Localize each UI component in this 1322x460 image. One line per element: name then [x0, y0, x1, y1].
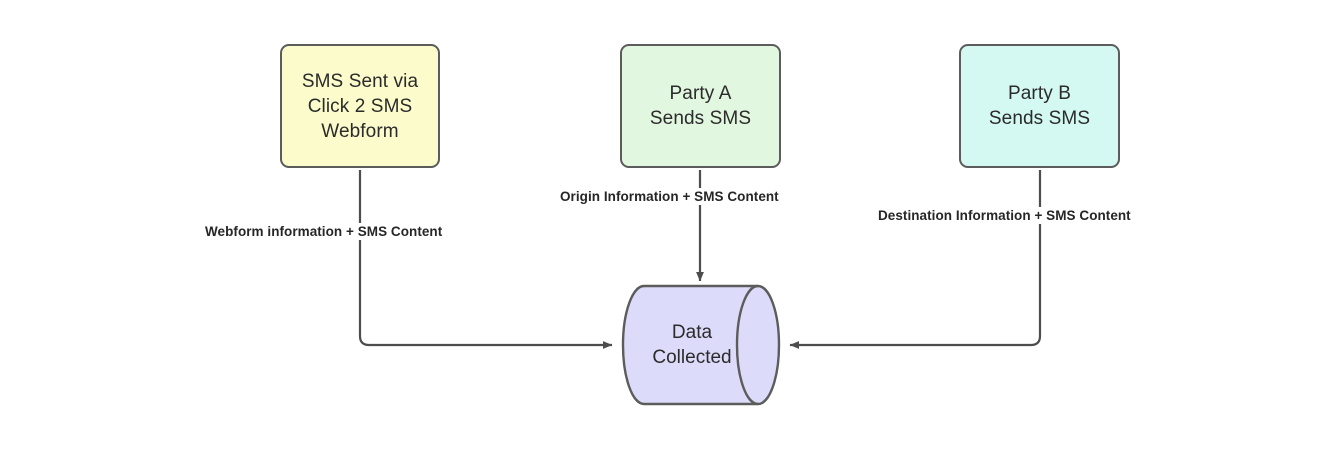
cylinder-top-ellipse — [735, 284, 759, 406]
edge-webform-to-data — [358, 170, 613, 349]
cylinder-body — [621, 284, 781, 406]
node-data-collected[interactable] — [621, 284, 781, 406]
edge-label-webform-information: Webform information + SMS Content — [202, 223, 446, 240]
node-party-a-sends-sms[interactable]: Party A Sends SMS — [620, 44, 781, 168]
edge-label-origin-information: Origin Information + SMS Content — [557, 188, 782, 205]
node-sms-sent-via-webform[interactable]: SMS Sent via Click 2 SMS Webform — [280, 44, 440, 168]
edge-party-b-to-data — [789, 170, 1042, 349]
node-party-b-sends-sms[interactable]: Party B Sends SMS — [959, 44, 1120, 168]
edge-label-destination-information: Destination Information + SMS Content — [875, 207, 1134, 224]
